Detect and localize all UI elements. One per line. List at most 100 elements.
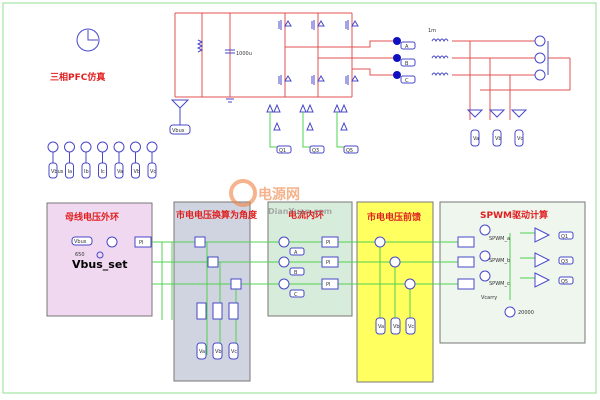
gate-label-box (276, 145, 292, 154)
current-sensor-icon (393, 71, 401, 79)
ff-input-box (375, 317, 386, 335)
meter-label-box (65, 162, 74, 179)
outer-frame (2, 2, 597, 394)
phase-label-box (400, 75, 416, 84)
probe-label-box (470, 129, 480, 147)
igbt-icon (345, 75, 359, 85)
pi-text: PI (326, 282, 331, 288)
phase-label-box (400, 58, 416, 67)
spwm-signal-label: SPWM_b (489, 258, 510, 264)
output-label: Q5 (561, 279, 568, 285)
multiplier-icon (194, 236, 206, 248)
comparator-icon (534, 227, 551, 243)
sine-block (212, 302, 223, 320)
probe-label: Vc (517, 136, 523, 142)
gate-driver-icon (266, 103, 281, 131)
vbus-input-label (71, 236, 93, 246)
output-label: Q3 (561, 259, 568, 265)
output-box (558, 231, 574, 240)
ff-input-label: Vb (393, 324, 400, 330)
feedback-label: A (294, 250, 298, 256)
limiter-icon (457, 278, 475, 290)
setpoint-source-icon (96, 251, 104, 259)
meter-label-box (81, 162, 91, 179)
angle-title: 市电电压换算为角度 (176, 209, 258, 221)
meter-label-box (147, 162, 157, 179)
capacitor-value: 1000u (236, 51, 252, 57)
output-label: Q1 (561, 234, 568, 240)
feedback-box (289, 289, 305, 298)
pi-controller (321, 236, 339, 248)
voltmeter-icon (146, 141, 158, 153)
watermark-en: DianYuan.com (268, 207, 332, 216)
meter-label-box (98, 162, 107, 179)
vbus-probe-label (169, 124, 191, 135)
inductor-icon (431, 38, 449, 43)
phase-label: C (405, 78, 409, 84)
vbus-probe-text: Vbus (172, 128, 185, 134)
ground-icon (226, 98, 234, 103)
vbus-sensor (170, 99, 190, 125)
gate-label: Q5 (346, 148, 353, 154)
meter-label: Vc (150, 169, 156, 175)
setpoint-value: 650 (75, 252, 85, 258)
meter-label-box (131, 162, 140, 179)
ac-source-icon (534, 35, 546, 47)
pi-controller (321, 256, 339, 268)
angle-input-label: Va (199, 349, 205, 355)
sum-icon (374, 236, 386, 248)
spwm-signal-label: SPWM_a (489, 236, 510, 242)
voltage-sensor-icon (510, 109, 528, 118)
meter-label: Vb (134, 169, 141, 175)
ac-source-icon (534, 69, 546, 81)
multiplier-icon (207, 256, 219, 268)
ff-input-label: Va (378, 324, 384, 330)
clock-icon (76, 28, 100, 52)
angle-input-box (212, 342, 223, 360)
voltmeter-icon (479, 250, 491, 262)
feedback-box (289, 267, 305, 276)
angle-input-label: Vb (215, 349, 222, 355)
inductor-value: 1m (428, 28, 436, 34)
page-title: 三相PFC仿真 (50, 71, 105, 83)
igbt-icon (345, 20, 359, 30)
sum-icon (389, 256, 401, 268)
comparator-icon (534, 272, 551, 288)
voltmeter-icon (64, 141, 75, 153)
sum-icon (106, 236, 118, 248)
ff-input-box (390, 317, 401, 335)
probe-label-box (514, 129, 524, 147)
inductor-icon (431, 72, 449, 77)
voltmeter-icon (479, 224, 491, 236)
current-sensor-icon (393, 37, 401, 45)
spwm-title: SPWM驱动计算 (480, 209, 548, 221)
sine-block (228, 302, 239, 320)
carrier-source-icon (504, 306, 516, 318)
gate-label: Q1 (279, 148, 286, 154)
pi-text: PI (139, 240, 144, 246)
output-box (558, 276, 574, 285)
gate-label-box (343, 145, 359, 154)
igbt-icon (278, 75, 292, 85)
current-sensor-icon (393, 54, 401, 62)
watermark-logo: 电源网 DianYuan.com (229, 179, 332, 216)
voltmeter-icon (113, 141, 125, 153)
voltmeter-icon (47, 141, 59, 153)
pi-controller (134, 236, 152, 248)
igbt-icon (278, 20, 292, 30)
limiter-icon (457, 256, 475, 268)
pi-text: PI (326, 260, 331, 266)
resistor-icon (196, 39, 204, 53)
bus-loop-block (46, 202, 153, 317)
comparator-icon (534, 252, 551, 268)
output-box (558, 256, 574, 265)
carrier-label: Vcarry (481, 295, 497, 301)
voltmeter-icon (130, 141, 141, 153)
pi-text: PI (326, 240, 331, 246)
sum-icon (404, 278, 416, 290)
gate-label-box (309, 145, 325, 154)
voltmeter-icon (479, 270, 491, 282)
voltage-sensor-icon (488, 109, 506, 118)
carrier-freq: 20000 (518, 310, 534, 316)
